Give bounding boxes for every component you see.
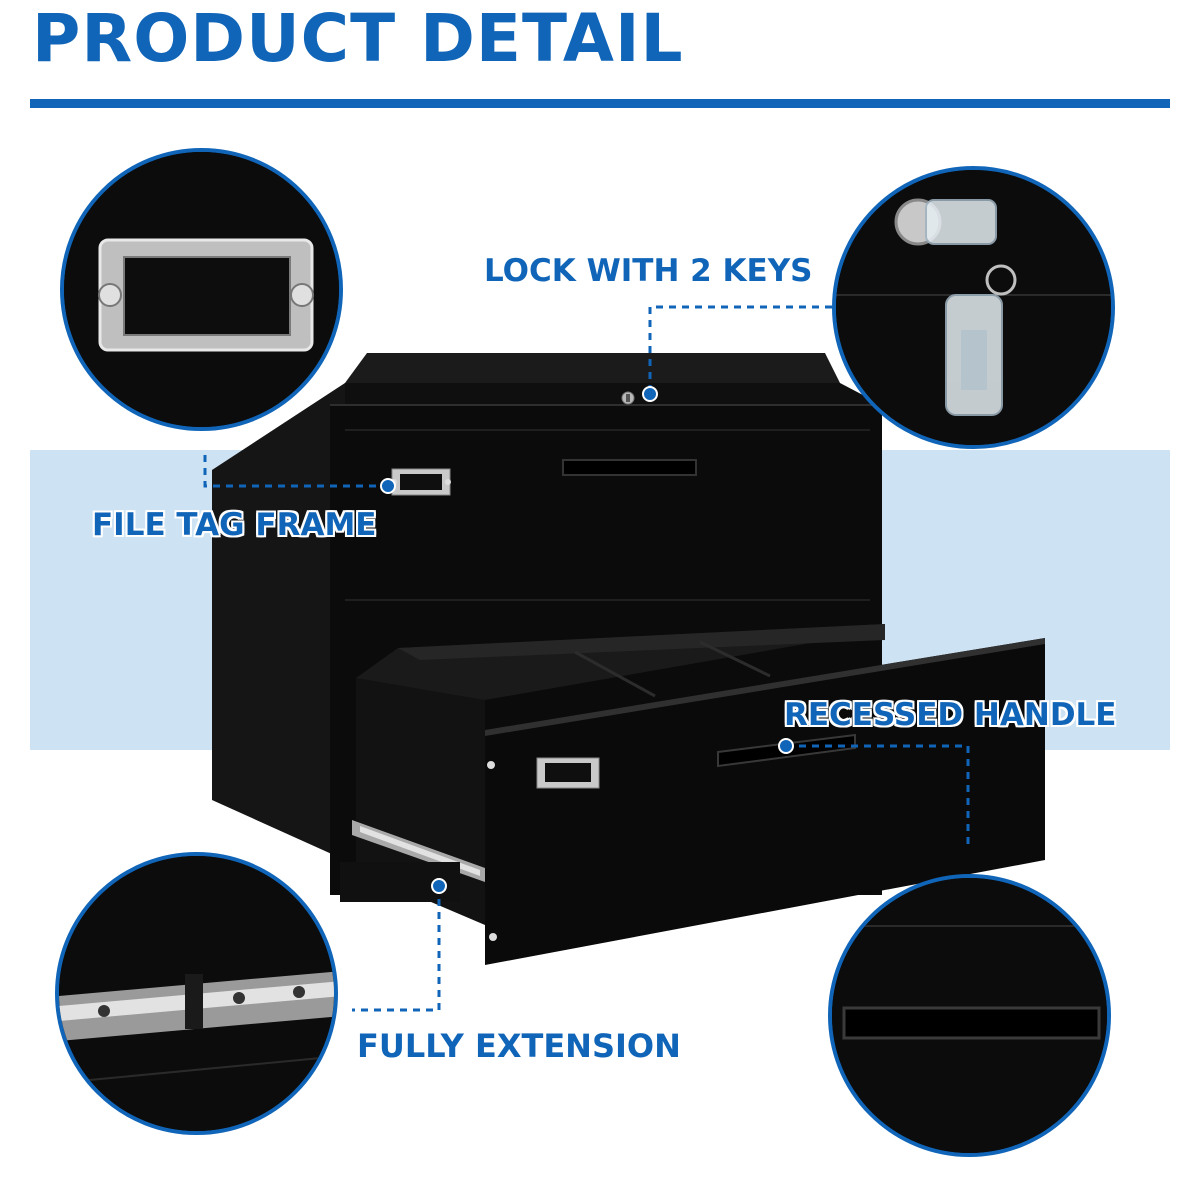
recessed-handle-closeup (828, 874, 1111, 1157)
lock-keys-icon (836, 170, 1111, 445)
handle-callout-label: RECESSED HANDLE (784, 697, 1117, 733)
leader-lines (203, 305, 970, 1012)
recessed-handle-icon (832, 878, 1107, 1153)
tag-callout-label: FILE TAG FRAME (92, 507, 377, 543)
page-title: PRODUCT DETAIL (32, 0, 684, 77)
tag-frame-icon (64, 152, 339, 427)
leader-dots (380, 386, 794, 894)
title-underline (30, 99, 1170, 108)
lock-callout-label: LOCK WITH 2 KEYS (484, 253, 813, 289)
lock-keys-closeup (832, 166, 1115, 449)
slide-callout-label: FULLY EXTENSION (357, 1027, 681, 1065)
top-recessed-handle (562, 459, 697, 476)
top-tag-frame-icon (391, 468, 451, 496)
drawer-slide-closeup (55, 852, 338, 1135)
ball-bearing-slide-icon (59, 856, 334, 1131)
file-tag-frame-closeup (60, 148, 343, 431)
lock-icon (621, 391, 635, 405)
